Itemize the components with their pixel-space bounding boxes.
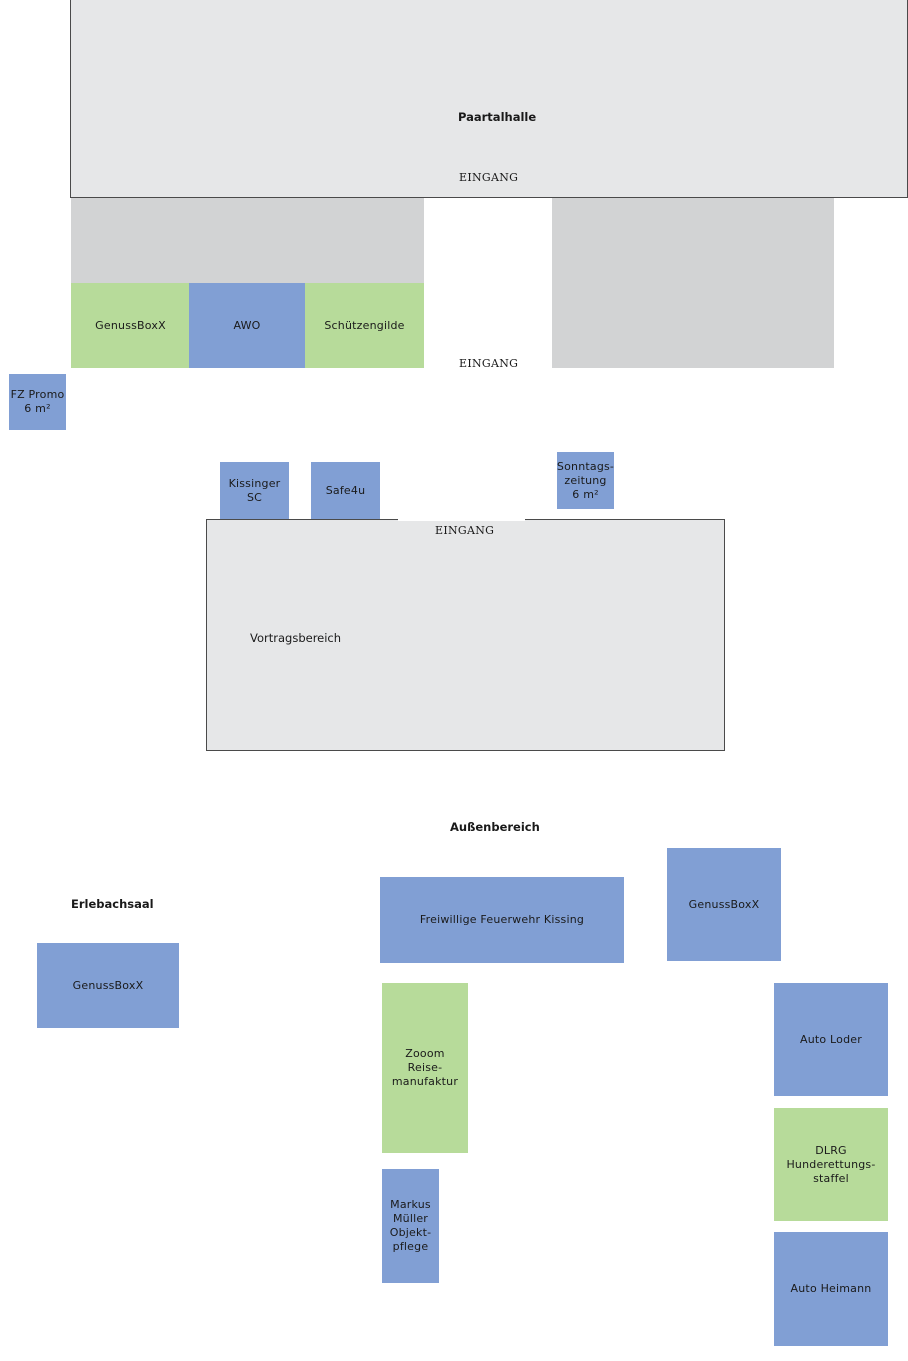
booth-sonntagszeitung[interactable]: Sonntags- zeitung 6 m²: [557, 452, 614, 509]
booth-auto-heimann[interactable]: Auto Heimann: [774, 1232, 888, 1346]
aussenbereich-title: Außenbereich: [450, 820, 540, 834]
booth-kissinger-sc[interactable]: Kissinger SC: [220, 462, 289, 519]
booth-dlrg[interactable]: DLRG Hunderettungs- staffel: [774, 1108, 888, 1221]
paartalhalle-title: Paartalhalle: [458, 110, 537, 124]
paartalhalle-entrance-label: EINGANG: [459, 171, 519, 184]
booth-auto-loder[interactable]: Auto Loder: [774, 983, 888, 1096]
vortragsbereich-title: Vortragsbereich: [250, 631, 342, 645]
booth-markus-mueller[interactable]: Markus Müller Objekt- pflege: [382, 1169, 439, 1283]
booth-genussboxx-top[interactable]: GenussBoxX: [71, 283, 190, 368]
booth-genussboxx-outdoor[interactable]: GenussBoxX: [667, 848, 781, 961]
vortragsbereich-hall: [206, 519, 725, 751]
erlebachsaal-title: Erlebachsaal: [71, 897, 154, 911]
booth-zooom[interactable]: Zooom Reise- manufaktur: [382, 983, 468, 1153]
booth-feuerwehr[interactable]: Freiwillige Feuerwehr Kissing: [380, 877, 624, 963]
booth-genussboxx-erlebach[interactable]: GenussBoxX: [37, 943, 179, 1028]
vortragsbereich-entrance-gap: [398, 518, 525, 521]
booth-awo[interactable]: AWO: [189, 283, 305, 368]
booth-schuetzengilde[interactable]: Schützengilde: [305, 283, 424, 368]
booth-safe4u[interactable]: Safe4u: [311, 462, 380, 519]
middle-entrance-label: EINGANG: [459, 357, 519, 370]
grey-area-right: [552, 198, 834, 368]
grey-area-left: [71, 198, 424, 284]
vortragsbereich-entrance-label: EINGANG: [435, 524, 495, 537]
booth-fz-promo[interactable]: FZ Promo 6 m²: [9, 374, 66, 430]
paartalhalle-hall: [70, 0, 908, 198]
